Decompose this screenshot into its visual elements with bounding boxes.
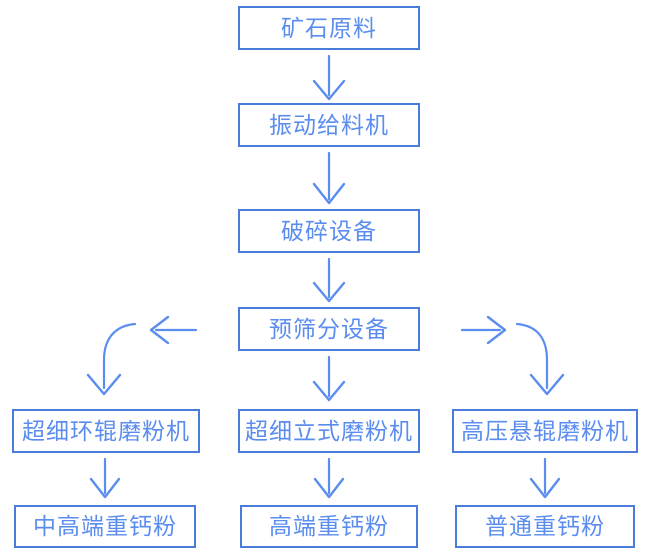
node-crushing-equipment[interactable]: 破碎设备	[238, 209, 420, 253]
arrow-feeder-to-crusher	[312, 151, 346, 205]
arrow-left-mill-to-product	[89, 457, 121, 499]
node-label: 超细环辊磨粉机	[22, 417, 190, 444]
node-label: 破碎设备	[281, 217, 377, 244]
node-high-pressure-suspension-roller-mill[interactable]: 高压悬辊磨粉机	[452, 409, 638, 453]
arrow-center-mill-to-product	[313, 457, 345, 499]
node-label: 高端重钙粉	[269, 513, 389, 539]
arrow-screen-to-center-mill	[312, 355, 346, 402]
arrow-right-mill-to-product	[529, 457, 561, 499]
node-label: 普通重钙粉	[485, 513, 605, 539]
node-label: 预筛分设备	[269, 315, 389, 342]
node-label: 中高端重钙粉	[33, 513, 177, 539]
arrow-screen-to-left-curve	[86, 322, 137, 396]
node-ore-raw-material[interactable]: 矿石原料	[238, 6, 420, 50]
node-product-mid-high-grade-calcium-powder[interactable]: 中高端重钙粉	[14, 505, 196, 548]
arrow-ore-to-feeder	[312, 54, 346, 101]
arrow-screen-to-left-horizontal	[149, 315, 198, 345]
node-product-high-grade-calcium-powder[interactable]: 高端重钙粉	[240, 505, 418, 548]
node-ultrafine-ring-roller-mill[interactable]: 超细环辊磨粉机	[12, 409, 200, 453]
node-label: 超细立式磨粉机	[245, 417, 413, 444]
node-pre-screening-equipment[interactable]: 预筛分设备	[238, 307, 420, 351]
node-product-ordinary-calcium-powder[interactable]: 普通重钙粉	[455, 505, 635, 548]
arrow-screen-to-right-horizontal	[460, 315, 507, 345]
arrow-crusher-to-screen	[312, 257, 346, 303]
node-label: 高压悬辊磨粉机	[461, 417, 629, 444]
node-ultrafine-vertical-mill[interactable]: 超细立式磨粉机	[238, 409, 420, 453]
arrow-screen-to-right-curve	[515, 322, 565, 396]
node-vibrating-feeder[interactable]: 振动给料机	[238, 103, 420, 147]
node-label: 矿石原料	[281, 14, 377, 41]
node-label: 振动给料机	[269, 111, 389, 138]
